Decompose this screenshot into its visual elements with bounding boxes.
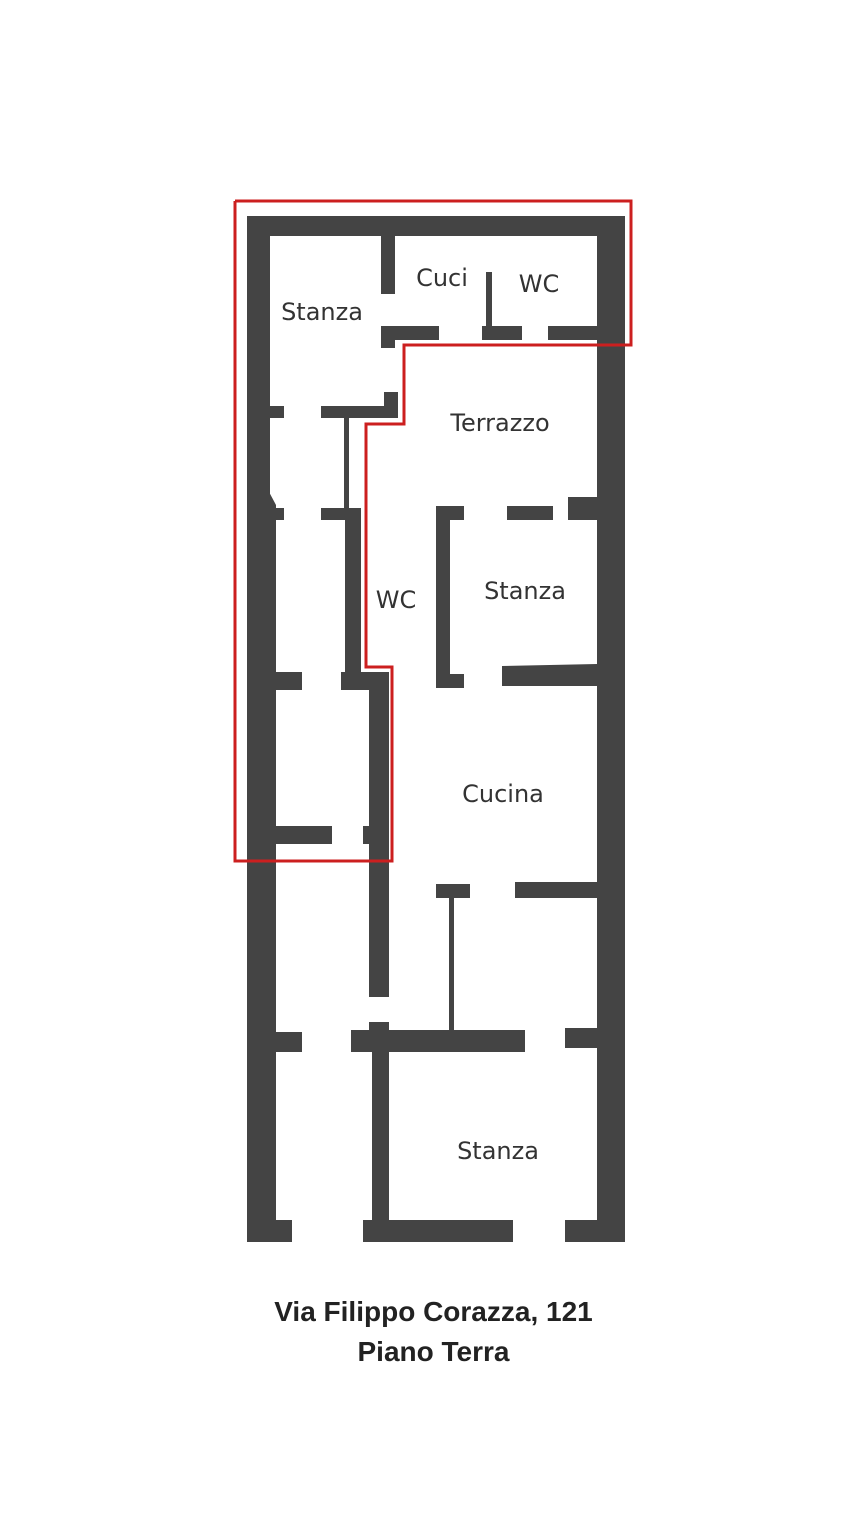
room-terrazzo: Terrazzo (449, 409, 549, 437)
room-cucina-small: Cuci (416, 264, 468, 292)
wall-cuci-stub (381, 326, 395, 348)
wall-left-stub-2 (264, 508, 284, 520)
wall-lower-mid (351, 1030, 525, 1052)
wall-bottom-mid (363, 1220, 513, 1242)
wall-stanza-bottom-left (372, 1030, 389, 1242)
wall-wc-bottom-b (548, 326, 597, 340)
highlight-outline (233, 199, 633, 863)
wall-wc-bottom-a (482, 326, 522, 340)
caption-floor: Piano Terra (357, 1336, 510, 1367)
caption-address: Via Filippo Corazza, 121 (274, 1296, 593, 1327)
wall-bottom-right (565, 1220, 625, 1242)
room-wc-middle: WC (376, 586, 417, 614)
wall-wc-left (345, 508, 361, 688)
room-wc-top: WC (519, 270, 560, 298)
wall-cucina-thin (449, 896, 454, 1030)
wall-corridor-thin (344, 418, 349, 510)
wall-cuci-wc (486, 272, 492, 332)
wall-left-room-stub (363, 826, 373, 844)
wall-stanza-cuci (381, 236, 395, 294)
wall-top (247, 216, 625, 236)
wall-right (597, 216, 625, 1242)
wall-cucina-bottom-a (436, 884, 470, 898)
wall-left-stub-3 (270, 672, 302, 690)
wall-stanza-bottom (502, 664, 597, 686)
wall-stanza-left (436, 506, 450, 688)
wall-stanza-bottom-stub (436, 674, 464, 688)
wall-cucina-bottom-b (515, 882, 597, 898)
wall-stanza-top-a (507, 506, 553, 520)
room-stanza-middle: Stanza (484, 577, 566, 605)
wall-cuci-bottom-a (381, 326, 439, 340)
walls (247, 216, 625, 1242)
wall-corridor-notch (384, 392, 398, 418)
wall-stanza-top-b (568, 497, 597, 520)
wall-left-room-bottom (270, 826, 332, 844)
room-cucina: Cucina (462, 780, 544, 808)
wall-stanza-top-stub (436, 506, 464, 520)
room-stanza-bottom: Stanza (457, 1137, 539, 1165)
room-stanza-top-left: Stanza (281, 298, 363, 326)
wall-left-stub-1 (264, 406, 284, 418)
wall-corridor-top (321, 406, 391, 418)
wall-left-stub-4 (270, 1032, 302, 1052)
wall-lower-right (565, 1028, 597, 1048)
wall-cucina-left (369, 672, 389, 997)
wall-left-upper (247, 216, 292, 1242)
room-labels: Stanza Cuci WC Terrazzo WC Stanza Cucina… (281, 264, 566, 1165)
highlight-upper (233, 199, 633, 863)
